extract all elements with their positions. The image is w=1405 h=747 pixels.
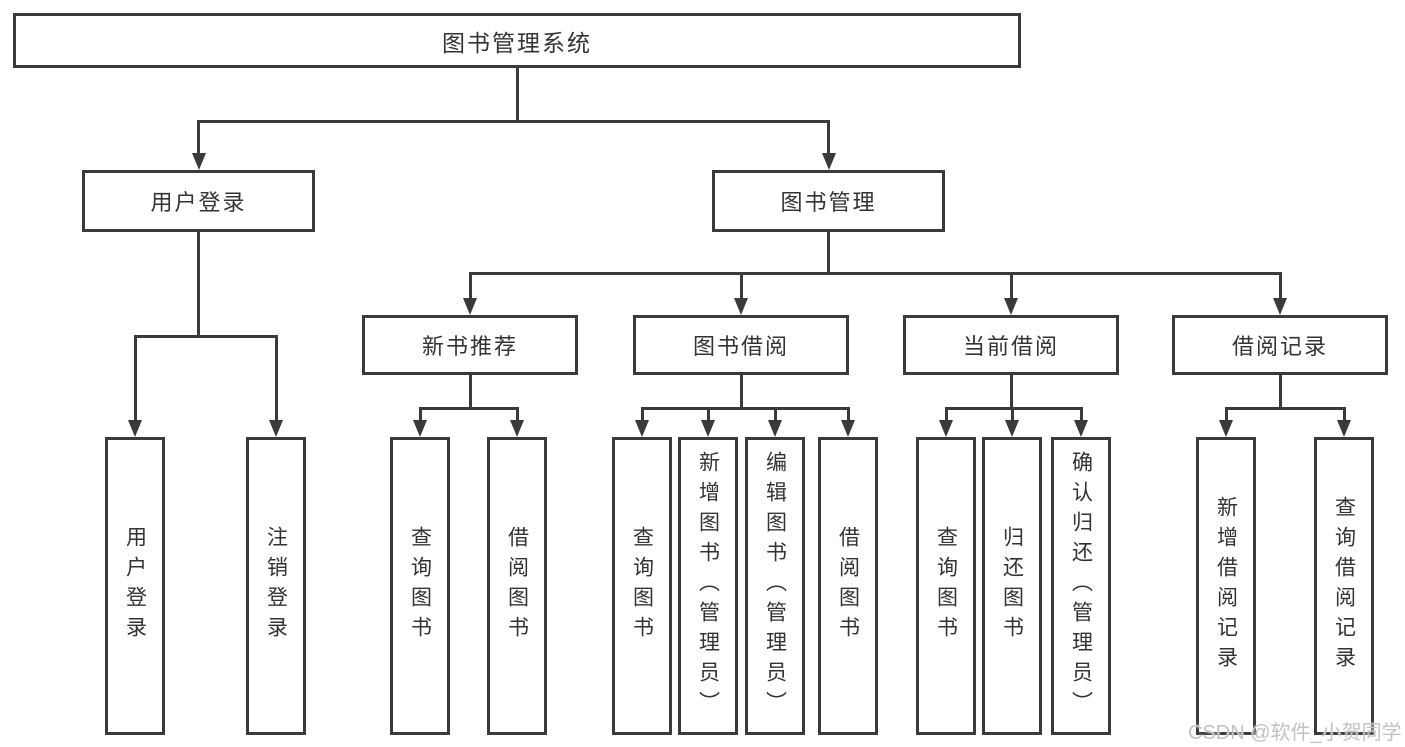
node-label: 图书借阅: [692, 334, 789, 359]
node-query-books-borrowing: 查询图书: [612, 437, 672, 735]
connector-line: [418, 407, 518, 410]
arrow-down-icon: [413, 420, 427, 437]
arrow-down-icon: [1074, 420, 1088, 437]
arrow-down-icon: [768, 420, 782, 437]
connector-line: [1342, 407, 1346, 422]
connector-line: [773, 407, 777, 422]
arrow-down-icon: [1273, 298, 1287, 315]
connector-line: [640, 407, 848, 410]
connector-line: [418, 407, 422, 422]
connector-line: [1224, 407, 1228, 422]
node-label: 借阅记录: [1231, 334, 1328, 359]
arrow-down-icon: [463, 298, 477, 315]
node-label: 新书推荐: [421, 334, 518, 359]
node-label: 归还图书: [1000, 526, 1024, 646]
arrow-down-icon: [1219, 420, 1233, 437]
node-library-management-system: 图书管理系统: [13, 13, 1021, 68]
node-add-borrow-record: 新增借阅记录: [1196, 437, 1256, 735]
node-borrowing-records: 借阅记录: [1172, 315, 1388, 375]
connector-line: [1278, 272, 1282, 300]
node-label: 借阅图书: [505, 526, 529, 646]
node-label: 当前借阅: [962, 334, 1059, 359]
node-label: 用户登录: [150, 190, 247, 215]
node-logout: 注销登录: [246, 437, 306, 735]
node-user-login: 用户登录: [82, 170, 315, 232]
connector-line: [197, 120, 830, 123]
node-label: 确认归还（管理员）: [1069, 451, 1093, 721]
node-book-management: 图书管理: [712, 170, 945, 232]
node-label: 查询图书: [630, 526, 654, 646]
node-borrow-books-recommend: 借阅图书: [487, 437, 547, 735]
connector-line: [468, 272, 472, 300]
connector-line: [515, 407, 519, 422]
connector-line: [944, 407, 948, 422]
node-new-book-recommend: 新书推荐: [362, 315, 578, 375]
arrow-down-icon: [701, 420, 715, 437]
arrow-down-icon: [841, 420, 855, 437]
arrow-down-icon: [1004, 298, 1018, 315]
connector-line: [846, 407, 850, 422]
arrow-down-icon: [510, 420, 524, 437]
connector-line: [827, 232, 830, 275]
connector-line: [515, 68, 519, 120]
connector-line: [1009, 375, 1013, 410]
connector-line: [1010, 407, 1014, 422]
connector-line: [133, 335, 137, 422]
node-label: 用户登录: [123, 526, 147, 646]
node-label: 查询图书: [408, 526, 432, 646]
connector-line: [197, 232, 200, 338]
arrow-down-icon: [269, 420, 283, 437]
connector-line: [1278, 375, 1282, 410]
arrow-down-icon: [128, 420, 142, 437]
connector-line: [274, 335, 278, 422]
connector-line: [1009, 272, 1013, 300]
node-add-book-admin: 新增图书（管理员）: [678, 437, 738, 735]
connector-line: [1224, 407, 1345, 410]
connector-line: [468, 272, 1282, 275]
connector-line: [706, 407, 710, 422]
connector-line: [739, 375, 743, 410]
node-book-borrowing: 图书借阅: [633, 315, 849, 375]
arrow-down-icon: [191, 153, 206, 170]
connector-line: [133, 335, 278, 338]
node-query-borrow-record: 查询借阅记录: [1314, 437, 1374, 735]
connector-line: [640, 407, 644, 422]
connector-line: [468, 375, 472, 410]
node-label: 编辑图书（管理员）: [763, 451, 787, 721]
node-label: 查询借阅记录: [1332, 496, 1356, 676]
node-label: 查询图书: [934, 526, 958, 646]
connector-line: [197, 120, 200, 155]
node-edit-book-admin: 编辑图书（管理员）: [745, 437, 805, 735]
connector-line: [1079, 407, 1083, 422]
arrow-down-icon: [821, 153, 836, 170]
node-return-book: 归还图书: [982, 437, 1042, 735]
csdn-watermark: CSDN @软件_小贺同学: [1188, 722, 1402, 744]
arrow-down-icon: [635, 420, 649, 437]
node-query-books-current: 查询图书: [916, 437, 976, 735]
node-confirm-return-admin: 确认归还（管理员）: [1051, 437, 1111, 735]
node-borrow-books: 借阅图书: [818, 437, 878, 735]
connector-line: [739, 272, 743, 300]
node-label: 新增图书（管理员）: [696, 451, 720, 721]
node-user-login-leaf: 用户登录: [105, 437, 165, 735]
arrow-down-icon: [1005, 420, 1019, 437]
arrow-down-icon: [734, 298, 748, 315]
node-label: 图书管理: [780, 190, 877, 215]
node-query-books-recommend: 查询图书: [390, 437, 450, 735]
node-current-borrowing: 当前借阅: [903, 315, 1119, 375]
node-label: 注销登录: [264, 526, 288, 646]
connector-line: [827, 120, 830, 155]
arrow-down-icon: [1337, 420, 1351, 437]
node-label: 图书管理系统: [442, 29, 592, 56]
node-label: 借阅图书: [836, 526, 860, 646]
node-label: 新增借阅记录: [1214, 496, 1238, 676]
arrow-down-icon: [939, 420, 953, 437]
